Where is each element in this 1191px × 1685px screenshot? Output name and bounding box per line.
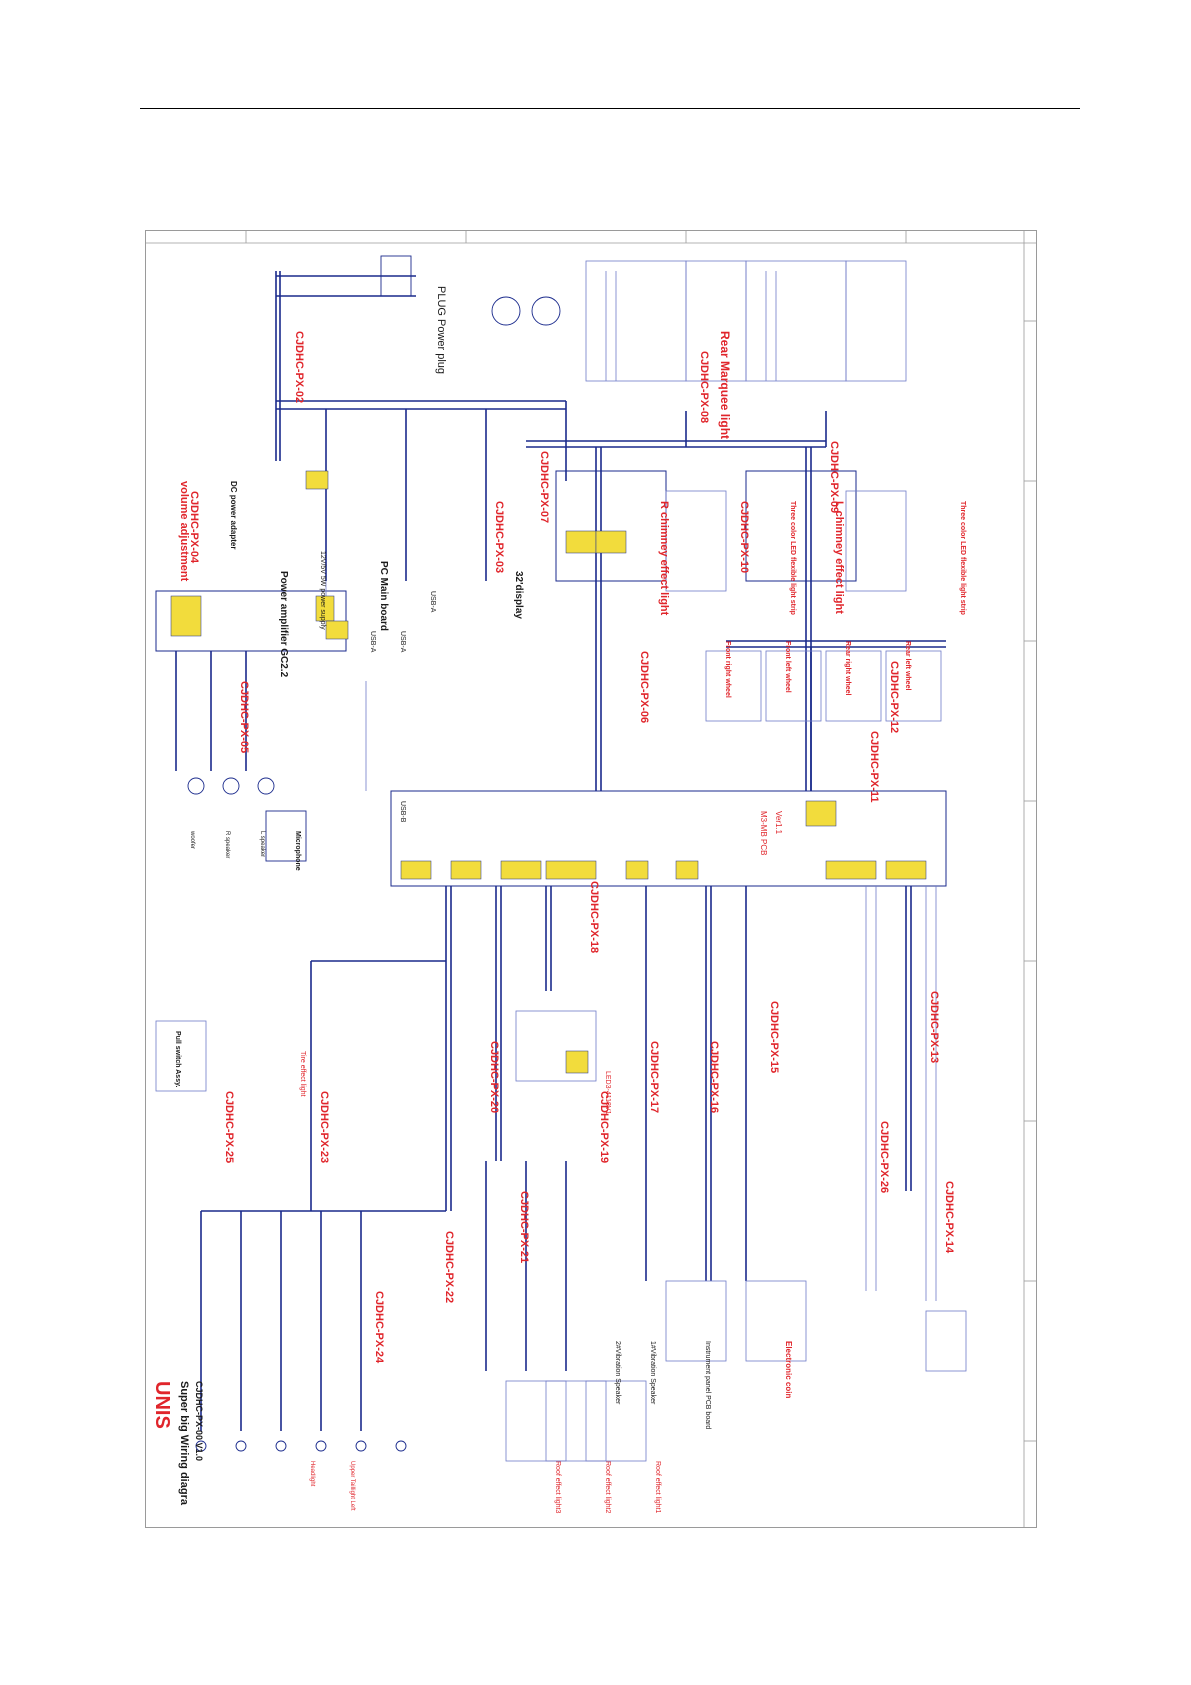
- usb-a2-label: USB-A: [399, 631, 406, 653]
- label-layer: CJDHC-PX-02CJDHC-PX-03CJDHC-PX-04CJDHC-P…: [151, 286, 966, 1514]
- harness-label-px02: CJDHC-PX-02: [293, 331, 305, 403]
- harness-label-px24: CJDHC-PX-24: [373, 1291, 385, 1364]
- roof-light-1-label: Roof effect light1: [654, 1461, 661, 1514]
- harness-label-px13: CJDHC-PX-13: [928, 991, 940, 1063]
- roof-light-2-label: Roof effect light2: [604, 1461, 611, 1514]
- harness-label-px07: CJDHC-PX-07: [538, 451, 550, 523]
- harness-label-px25: CJDHC-PX-25: [223, 1091, 235, 1163]
- upper-taillight-label: Upper Taillight Left: [349, 1461, 355, 1511]
- harness-label-px15: CJDHC-PX-15: [768, 1001, 780, 1073]
- headlight-label: Headlight: [309, 1461, 315, 1487]
- usb-a1-label: USB-A: [429, 591, 436, 613]
- r-speaker-label: R speaker: [224, 831, 230, 858]
- rear-marquee-label: Rear Marquee light: [718, 331, 732, 439]
- main-pcb-version-label: Ver1.1: [774, 811, 783, 835]
- lamp-symbols: [187, 255, 561, 1452]
- harness-label-px26: CJDHC-PX-26: [878, 1121, 890, 1193]
- l-speaker-label: L speaker: [259, 831, 265, 857]
- electronic-coin-label: Electronic coin: [784, 1341, 793, 1398]
- woofer-label: woofer: [189, 830, 195, 849]
- signal-wiring: [155, 260, 967, 1462]
- usb-a3-label: USB-A: [369, 631, 376, 653]
- instrument-panel-label: Instrument panel PCB board: [704, 1341, 711, 1429]
- three-color-strip-1-label: Three color LED flexible light strip: [789, 501, 796, 615]
- harness-label-px21: CJDHC-PX-21: [518, 1191, 530, 1263]
- power-supply-label: 12V/5V 5W power supply: [319, 551, 326, 630]
- r-chimney-label: R chimney effect light: [658, 501, 670, 616]
- connector-blocks: [170, 470, 927, 1074]
- display-label: 32'display: [513, 571, 524, 619]
- tire-effect-label: Tire effect light: [299, 1051, 306, 1097]
- harness-label-px05: CJDHC-PX-05: [238, 681, 250, 753]
- harness-label-px04: CJDHC-PX-04: [188, 491, 200, 564]
- zone-ticks: [146, 231, 1036, 1527]
- harness-label-px03: CJDHC-PX-03: [493, 501, 505, 573]
- header-rule: [140, 108, 1080, 109]
- harness-label-px23: CJDHC-PX-23: [318, 1091, 330, 1163]
- pull-switch-label: Pull switch Assy.: [174, 1031, 181, 1087]
- front-right-wheel-label: Front right wheel: [724, 641, 731, 698]
- harness-label-px06: CJDHC-PX-06: [638, 651, 650, 723]
- power-amp-label: Power amplifier GC2.2: [278, 571, 289, 678]
- harness-label-px10: CJDHC-PX-10: [738, 501, 750, 573]
- rear-left-wheel-label: Rear left wheel: [904, 641, 911, 690]
- harness-label-px22: CJDHC-PX-22: [443, 1231, 455, 1303]
- wiring-diagram: CJDHC-PX-02CJDHC-PX-03CJDHC-PX-04CJDHC-P…: [146, 231, 1036, 1527]
- volume-label: volume adjustment: [178, 481, 190, 582]
- usb-b-label: USB-B: [399, 801, 406, 823]
- plug-label: PLUG Power plug: [435, 286, 447, 374]
- harness-label-px18: CJDHC-PX-18: [588, 881, 600, 953]
- pc-board-label: PC Main board: [378, 561, 389, 631]
- company-logo: UNIS: [151, 1381, 173, 1429]
- rear-right-wheel-label: Rear right wheel: [844, 641, 851, 696]
- vibration-speaker-2-label: 2#Vibration Speaker: [614, 1341, 621, 1405]
- harness-label-px12: CJDHC-PX-12: [888, 661, 900, 733]
- l-chimney-label: L chimney effect light: [833, 501, 845, 614]
- microphone-label: Microphone: [294, 831, 301, 871]
- roof-light-3-label: Roof effect light3: [554, 1461, 561, 1514]
- harness-label-px14: CJDHC-PX-14: [943, 1181, 955, 1254]
- harness-label-px17: CJDHC-PX-17: [648, 1041, 660, 1113]
- harness-label-px11: CJDHC-PX-11: [868, 731, 880, 803]
- dc-adapter-label: DC power adapter: [229, 481, 238, 549]
- harness-label-px08: CJDHC-PX-08: [698, 351, 710, 423]
- main-pcb-label: M3-MB PCB: [759, 811, 768, 855]
- title-line-1: Super big Wiring diagra: [178, 1381, 190, 1506]
- vibration-speaker-1-label: 1#Vibration Speaker: [649, 1341, 656, 1405]
- harness-label-px09: CJDHC-PX-09: [828, 441, 840, 513]
- front-left-wheel-label: Front left wheel: [784, 641, 791, 693]
- harness-label-px19: CJDHC-PX-19: [598, 1091, 610, 1163]
- harness-label-px20: CJDHC-PX-20: [488, 1041, 500, 1113]
- harness-label-px16: CJDHC-PX-16: [708, 1041, 720, 1113]
- title-line-2: CJDHC-PX-00 V1.0: [194, 1381, 204, 1461]
- three-color-strip-2-label: Three color LED flexible light strip: [959, 501, 966, 615]
- main-wiring: [155, 271, 947, 1431]
- led-board-label: LED3-4118V1: [604, 1071, 611, 1115]
